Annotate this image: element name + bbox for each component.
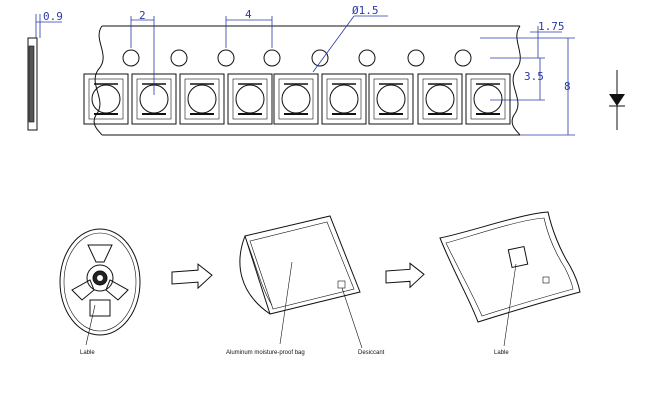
sprocket-hole — [311, 49, 329, 67]
diode-symbol-icon — [609, 70, 625, 130]
dim-hole-diameter: Ø1.5 — [352, 4, 379, 17]
reel-label-caption: Lable — [80, 350, 95, 356]
sealed-bag-illustration: Lable — [439, 211, 581, 356]
dim-hole-to-edge: 1.75 — [538, 20, 565, 33]
tape-pocket — [179, 73, 225, 125]
dim-tape-width: 8 — [564, 80, 571, 93]
sprocket-hole — [263, 49, 281, 67]
sprocket-hole — [170, 49, 188, 67]
dim-pocket-pitch: 2 — [139, 9, 146, 22]
tape-pocket — [417, 73, 463, 125]
sprocket-hole — [122, 49, 140, 67]
sprocket-holes — [122, 49, 472, 67]
sprocket-hole — [454, 49, 472, 67]
dim-sprocket-pitch: 4 — [245, 8, 252, 21]
sprocket-hole — [217, 49, 235, 67]
sprocket-hole — [407, 49, 425, 67]
right-arrow-icon — [385, 262, 425, 289]
tape-pocket — [227, 73, 273, 125]
tape-pocket — [83, 73, 129, 125]
pockets — [83, 73, 511, 125]
tape-side-view: 0.9 — [27, 10, 63, 131]
tape-pocket — [321, 73, 367, 125]
tape-pocket — [273, 73, 319, 125]
carrier-tape-top-view: 2 4 Ø1.5 1.75 3.5 8 — [83, 4, 575, 136]
dim-hole-to-pocket: 3.5 — [524, 70, 544, 83]
aluminum-bag-illustration: Aluminum moisture-proof bag Desiccant — [226, 215, 385, 356]
right-arrow-icon — [171, 263, 213, 290]
desiccant-label-caption: Desiccant — [358, 350, 385, 356]
reel-illustration: Lable — [59, 228, 141, 356]
dim-tape-thickness: 0.9 — [43, 10, 63, 23]
sealed-bag-label-caption: Lable — [494, 350, 509, 356]
bag-label-caption: Aluminum moisture-proof bag — [226, 350, 305, 356]
tape-pocket — [465, 73, 511, 125]
tape-pocket — [368, 73, 414, 125]
sprocket-hole — [358, 49, 376, 67]
